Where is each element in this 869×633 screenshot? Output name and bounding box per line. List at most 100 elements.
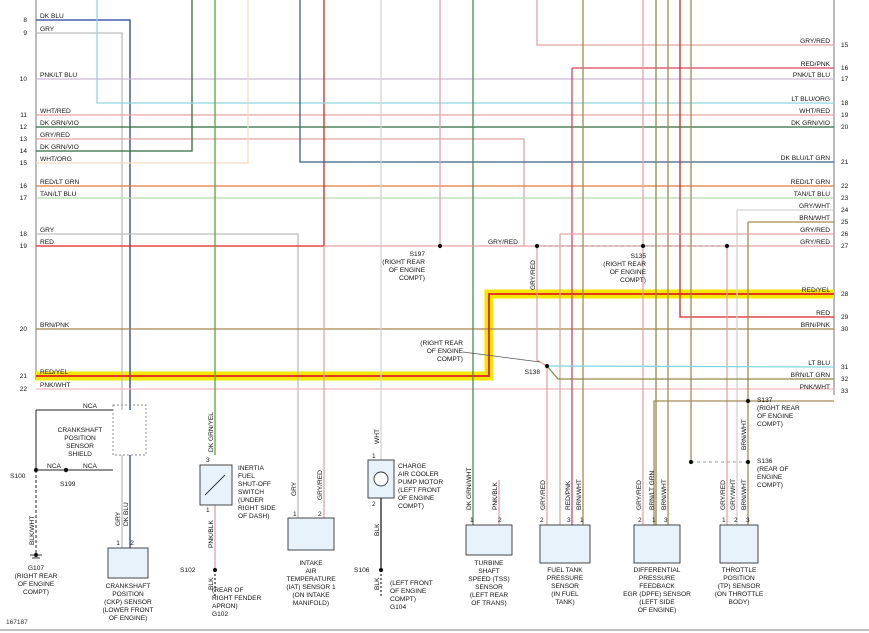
wire-brn-wht-s137 bbox=[653, 400, 834, 525]
splice-dot-s135b bbox=[724, 243, 730, 249]
splice-s137-line-3: OF ENGINE bbox=[757, 413, 794, 420]
iat-label-line-6: MANIFOLD) bbox=[293, 600, 329, 607]
right-pin-number-29: 29 bbox=[841, 314, 849, 321]
splice-dot-s102 bbox=[212, 567, 218, 573]
ckp-shield-label-line-4: SHIELD bbox=[68, 451, 92, 458]
right-pin-number-19: 19 bbox=[841, 112, 849, 119]
g104-label-line-4: G104 bbox=[390, 604, 406, 611]
wire-red-yel bbox=[36, 293, 834, 377]
wire-gry-red-13 bbox=[36, 138, 525, 246]
pump-label-line-1: CHARGE bbox=[398, 463, 427, 470]
left-pin-label-18: GRY bbox=[40, 227, 55, 234]
pump-label-line-4: (LEFT FRONT bbox=[398, 487, 441, 494]
g107-label-line-3: OF ENGINE bbox=[18, 581, 55, 588]
right-pin-number-16: 16 bbox=[841, 65, 849, 72]
splice-s136-line-3: ENGINE bbox=[757, 474, 783, 481]
iat-pin-1: 1 bbox=[293, 511, 297, 518]
g104-label-line-1: (LEFT FRONT bbox=[390, 580, 433, 587]
left-pin-label-19: RED bbox=[40, 239, 54, 246]
wire-label-nca-1: NCA bbox=[83, 403, 98, 410]
right-pin-label-33: PNK/WHT bbox=[800, 384, 830, 391]
left-pin-label-11: WHT/RED bbox=[40, 108, 71, 115]
wire-label-gry-wht-tp: GRY/WHT bbox=[730, 479, 737, 510]
left-pin-label-20: BRN/PNK bbox=[40, 322, 70, 329]
splice-dot-s138-top bbox=[534, 243, 540, 249]
ckp-label-line-3: (CKP) SENSOR bbox=[104, 599, 152, 606]
left-pin-number-19: 19 bbox=[20, 243, 28, 250]
left-pin-number-21: 21 bbox=[20, 373, 28, 380]
ifs-label-line-4: SWITCH bbox=[238, 489, 264, 496]
right-pin-label-15: GRY/RED bbox=[800, 38, 830, 45]
dpfe-pin-3: 3 bbox=[664, 517, 668, 524]
tp-box bbox=[719, 524, 759, 564]
pump-pin-2: 2 bbox=[372, 501, 376, 508]
tss-label-line-5: (LEFT REAR bbox=[470, 592, 509, 599]
wire-red-19 bbox=[36, 0, 325, 247]
right-pin-number-15: 15 bbox=[841, 42, 849, 49]
ifs-label-line-2: FUEL bbox=[238, 473, 255, 480]
left-pin-label-10: PNK/LT BLU bbox=[40, 72, 77, 79]
iat-label-line-3: TEMPERATURE bbox=[286, 576, 336, 583]
splice-s135-line-4: COMPT) bbox=[620, 277, 646, 284]
left-pin-number-20: 20 bbox=[20, 326, 28, 333]
splice-dot-s199 bbox=[63, 467, 69, 473]
ifs-label-line-6: RIGHT SIDE bbox=[238, 505, 276, 512]
right-pin-number-17: 17 bbox=[841, 76, 849, 83]
wire-label-red-pnk-ftp: RED/PNK bbox=[565, 480, 572, 510]
wire-gry-18 bbox=[36, 233, 299, 518]
splice-s138-label: S138 bbox=[525, 369, 541, 376]
wire-layer bbox=[35, 0, 835, 598]
ckp-label-line-4: (LOWER FRONT bbox=[103, 607, 154, 614]
right-pin-label-26: GRY/RED bbox=[800, 227, 830, 234]
wire-label-brn-ltgrn-dpfe: BRN/LT GRN bbox=[649, 470, 656, 510]
figure-id: 167187 bbox=[6, 619, 28, 626]
wire-gry-9 bbox=[36, 32, 123, 410]
splice-s135-line-1: S135 bbox=[631, 253, 647, 260]
wire-label-dkgrn-wht: DK GRN/WHT bbox=[466, 468, 473, 511]
ifs-box bbox=[199, 464, 233, 506]
splice-dot-s197 bbox=[437, 243, 443, 249]
pump-pin-1: 1 bbox=[372, 453, 376, 460]
right-pin-number-28: 28 bbox=[841, 291, 849, 298]
wire-label-blk-pump2: BLK bbox=[374, 577, 381, 590]
g102-label-line-3: APRON) bbox=[212, 603, 238, 610]
wire-label-blk-ifs: BLK bbox=[208, 577, 215, 590]
splice-dot-s100 bbox=[33, 467, 39, 473]
ckp-shield-label-line-2: POSITION bbox=[64, 435, 96, 442]
splice-s197-line-2: (RIGHT REAR bbox=[382, 259, 425, 266]
right-pin-label-22: RED/LT GRN bbox=[791, 179, 831, 186]
right-pin-label-31: LT BLU bbox=[808, 360, 830, 367]
wire-label-brn-wht-dpfe: BRN/WHT bbox=[661, 479, 668, 510]
right-pin-label-23: TAN/LT BLU bbox=[794, 191, 831, 198]
iat-label-line-4: (IAT) SENSOR 1 bbox=[286, 584, 336, 591]
left-pin-number-9: 9 bbox=[23, 30, 27, 37]
ifs-label-line-7: OF DASH) bbox=[238, 513, 270, 520]
tss-pin-1: 1 bbox=[470, 517, 474, 524]
right-pin-number-25: 25 bbox=[841, 219, 849, 226]
wire-dk-blu-8 bbox=[36, 19, 131, 410]
tp-label-line-2: POSITION bbox=[723, 575, 755, 582]
splice-s137-line-1: S137 bbox=[757, 397, 773, 404]
ftp-label-line-1: FUEL TANK bbox=[547, 567, 583, 574]
splice-s138-note-line-2: OF ENGINE bbox=[427, 348, 464, 355]
g107-label-line-1: G107 bbox=[28, 565, 44, 572]
ftp-label-line-3: SENSOR bbox=[551, 583, 579, 590]
splice-s136-line-2: (REAR OF bbox=[757, 466, 789, 473]
ifs-pin-3: 3 bbox=[206, 457, 210, 464]
left-pin-number-13: 13 bbox=[20, 136, 28, 143]
ftp-label-line-5: TANK) bbox=[555, 599, 574, 606]
right-pin-label-18: LT BLU/ORG bbox=[791, 96, 830, 103]
wire-gry-red-15 bbox=[536, 0, 834, 46]
splice-s135-line-3: OF ENGINE bbox=[610, 269, 647, 276]
right-pin-number-22: 22 bbox=[841, 183, 849, 190]
wire-label-brn-wht-ftp: BRN/WHT bbox=[576, 479, 583, 510]
wire-lt-blu-org bbox=[96, 0, 834, 104]
right-pin-label-16: RED/PNK bbox=[801, 61, 831, 68]
wire-label-gry-red-vert: GRY/RED bbox=[530, 260, 537, 290]
dpfe-label-line-5: (LEFT SIDE bbox=[639, 599, 675, 606]
g102-label-line-1: (REAR OF bbox=[212, 587, 244, 594]
dpfe-box bbox=[633, 524, 681, 564]
left-pin-label-21: RED/YEL bbox=[40, 369, 69, 376]
ckp-pin-1: 1 bbox=[116, 540, 120, 547]
wire-label-wht-pump: WHT bbox=[374, 429, 381, 444]
